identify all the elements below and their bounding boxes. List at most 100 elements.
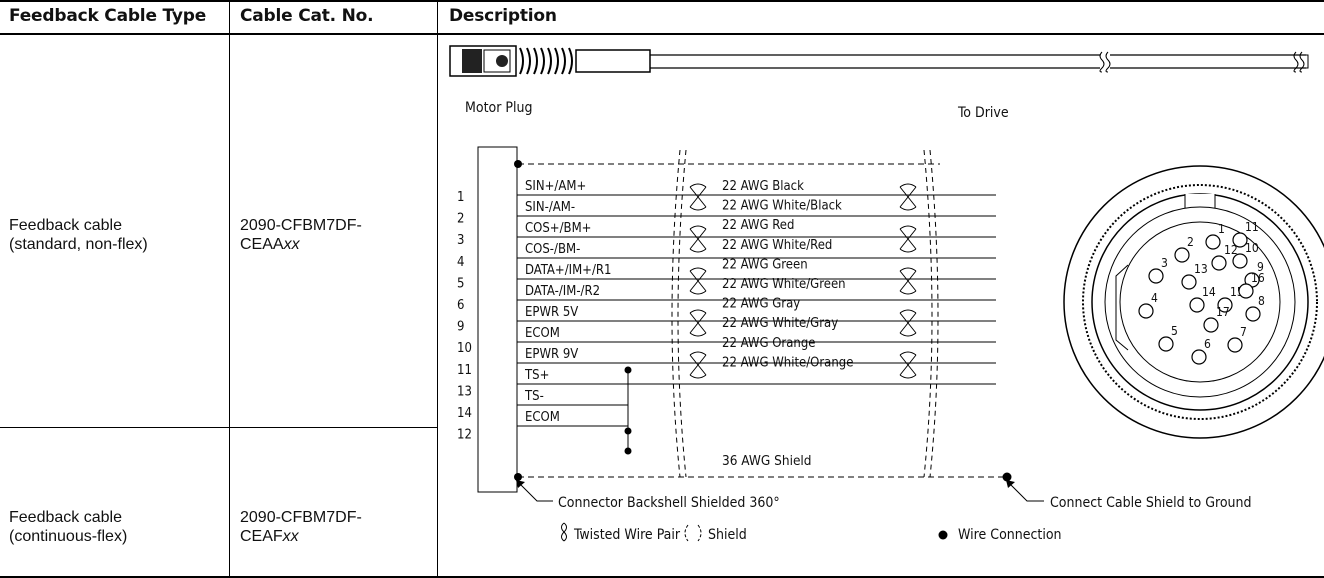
- shield-left-curve: [671, 149, 687, 478]
- header-cable-cat-no: Cable Cat. No.: [240, 6, 374, 26]
- connector-pin: [1181, 274, 1197, 290]
- connector-pin: [1232, 253, 1248, 269]
- row1-cat-line2: CEAAxx: [240, 235, 362, 254]
- plug-pin-number: 11: [457, 363, 472, 378]
- plug-pin-number: 4: [457, 255, 464, 270]
- connector-pin: [1174, 247, 1190, 263]
- signal-label: ECOM: [525, 326, 560, 341]
- wire-color-label: 22 AWG White/Black: [722, 199, 842, 214]
- plug-pin-number: 3: [457, 233, 464, 248]
- connector-pin-number: 17: [1216, 305, 1230, 319]
- signal-label: TS-: [524, 389, 544, 404]
- signal-label: EPWR 9V: [525, 347, 578, 362]
- motor-plug-label: Motor Plug: [465, 100, 532, 116]
- ground-arrow: [1009, 483, 1044, 502]
- twisted-pair-symbol: [689, 183, 707, 211]
- connector-pin-number: 3: [1161, 256, 1168, 270]
- row2-cat-prefix: CEAF: [240, 528, 283, 545]
- connector-pin: [1211, 255, 1227, 271]
- connector-pin-number: 1: [1218, 222, 1225, 236]
- wire-color-label: 22 AWG Red: [722, 218, 794, 233]
- signal-label: SIN-/AM-: [525, 200, 575, 215]
- wire-color-label: 22 AWG White/Gray: [722, 316, 838, 331]
- connector-pin: [1158, 336, 1174, 352]
- ground-arrowhead: [1006, 480, 1015, 488]
- twisted-pair-symbol: [899, 225, 917, 253]
- plug-pin-number: 13: [457, 384, 472, 399]
- connector-pin-number: 8: [1258, 294, 1265, 308]
- wire-color-label: 22 AWG Gray: [722, 297, 800, 312]
- connection-dot-ground: [1002, 472, 1012, 482]
- wire-color-label: 22 AWG Orange: [722, 336, 815, 351]
- twisted-pair-icon: [561, 522, 567, 542]
- row2-type-line2: (continuous-flex): [9, 528, 128, 545]
- signal-label: COS+/BM+: [525, 221, 591, 236]
- connector-pin-number: 7: [1240, 325, 1247, 339]
- row1-cat-prefix: CEAA: [240, 236, 284, 253]
- plug-pin-number: 6: [457, 298, 464, 313]
- signal-label: TS+: [524, 368, 549, 383]
- row2-cable-type: Feedback cable (continuous-flex): [9, 508, 127, 546]
- legend-shield-label: Shield: [708, 527, 747, 543]
- connector-pin-number: 2: [1187, 235, 1194, 249]
- twisted-pair-symbol: [689, 309, 707, 337]
- bus-dot-1: [624, 366, 632, 374]
- plug-pin-number: 1: [457, 190, 464, 205]
- wire-color-label: 22 AWG Green: [722, 257, 808, 272]
- plug-pin-number: 9: [457, 320, 464, 335]
- connector-pin-number: 12: [1224, 243, 1238, 257]
- connector-pin: [1205, 234, 1221, 250]
- col-divider-2: [437, 0, 438, 578]
- bus-dot-3: [624, 447, 632, 455]
- connection-dot-top: [514, 160, 522, 168]
- header-feedback-cable-type: Feedback Cable Type: [9, 6, 207, 26]
- twisted-pair-symbol: [689, 225, 707, 253]
- plug-pin-number: 2: [457, 212, 464, 227]
- connector-pin-number: 11: [1245, 220, 1259, 234]
- header-description: Description: [449, 6, 557, 26]
- twisted-pair-symbol: [899, 351, 917, 379]
- backshell-arrow: [519, 483, 553, 502]
- connector-pin-number: 9: [1257, 260, 1264, 274]
- header-rule: [0, 33, 1324, 35]
- twisted-pair-symbol: [689, 351, 707, 379]
- row1-cat-no: 2090-CFBM7DF- CEAAxx: [240, 216, 362, 254]
- connector-pin-number: 5: [1171, 324, 1178, 338]
- col-divider-1: [229, 0, 230, 578]
- connector-pin: [1227, 337, 1243, 353]
- connector-pin: [1232, 232, 1248, 248]
- connector-pin-number: 6: [1204, 337, 1211, 351]
- connector-pin: [1245, 306, 1261, 322]
- shield-wire-label: 36 AWG Shield: [722, 453, 812, 469]
- signal-label: DATA+/IM+/R1: [525, 263, 612, 278]
- wire-color-label: 22 AWG White/Red: [722, 238, 832, 253]
- row-divider: [0, 427, 437, 428]
- shield-icon: [684, 524, 702, 542]
- wire-connection-icon: [938, 530, 948, 540]
- connector-pin: [1238, 283, 1254, 299]
- twisted-pair-symbol: [689, 267, 707, 295]
- wire-color-label: 22 AWG White/Green: [722, 277, 846, 292]
- plug-pin-number: 12: [457, 428, 472, 443]
- connector-pin: [1189, 297, 1205, 313]
- twisted-pair-symbol: [899, 267, 917, 295]
- row1-cat-suffix: xx: [283, 236, 300, 253]
- signal-label: COS-/BM-: [525, 242, 580, 257]
- wire-color-label: 22 AWG Black: [722, 179, 804, 194]
- plug-pin-number: 5: [457, 276, 464, 291]
- signal-label: ECOM: [525, 410, 560, 425]
- connector-pin: [1148, 268, 1164, 284]
- connector-pin-number: 16: [1251, 271, 1265, 285]
- row1-cat-line1: 2090-CFBM7DF-: [240, 217, 362, 234]
- bus-dot-2: [624, 427, 632, 435]
- backshell-arrowhead: [516, 480, 525, 488]
- signal-label: EPWR 5V: [525, 305, 578, 320]
- connector-pin: [1217, 297, 1233, 313]
- signal-label: DATA-/IM-/R2: [525, 284, 600, 299]
- twisted-pair-symbol: [899, 309, 917, 337]
- motor-plug-box: [477, 146, 518, 493]
- shield-right-curve: [923, 149, 939, 478]
- row2-cat-no: 2090-CFBM7DF- CEAFxx: [240, 508, 362, 546]
- legend: Twisted Wire Pair Shield Wire Connection: [561, 522, 1062, 543]
